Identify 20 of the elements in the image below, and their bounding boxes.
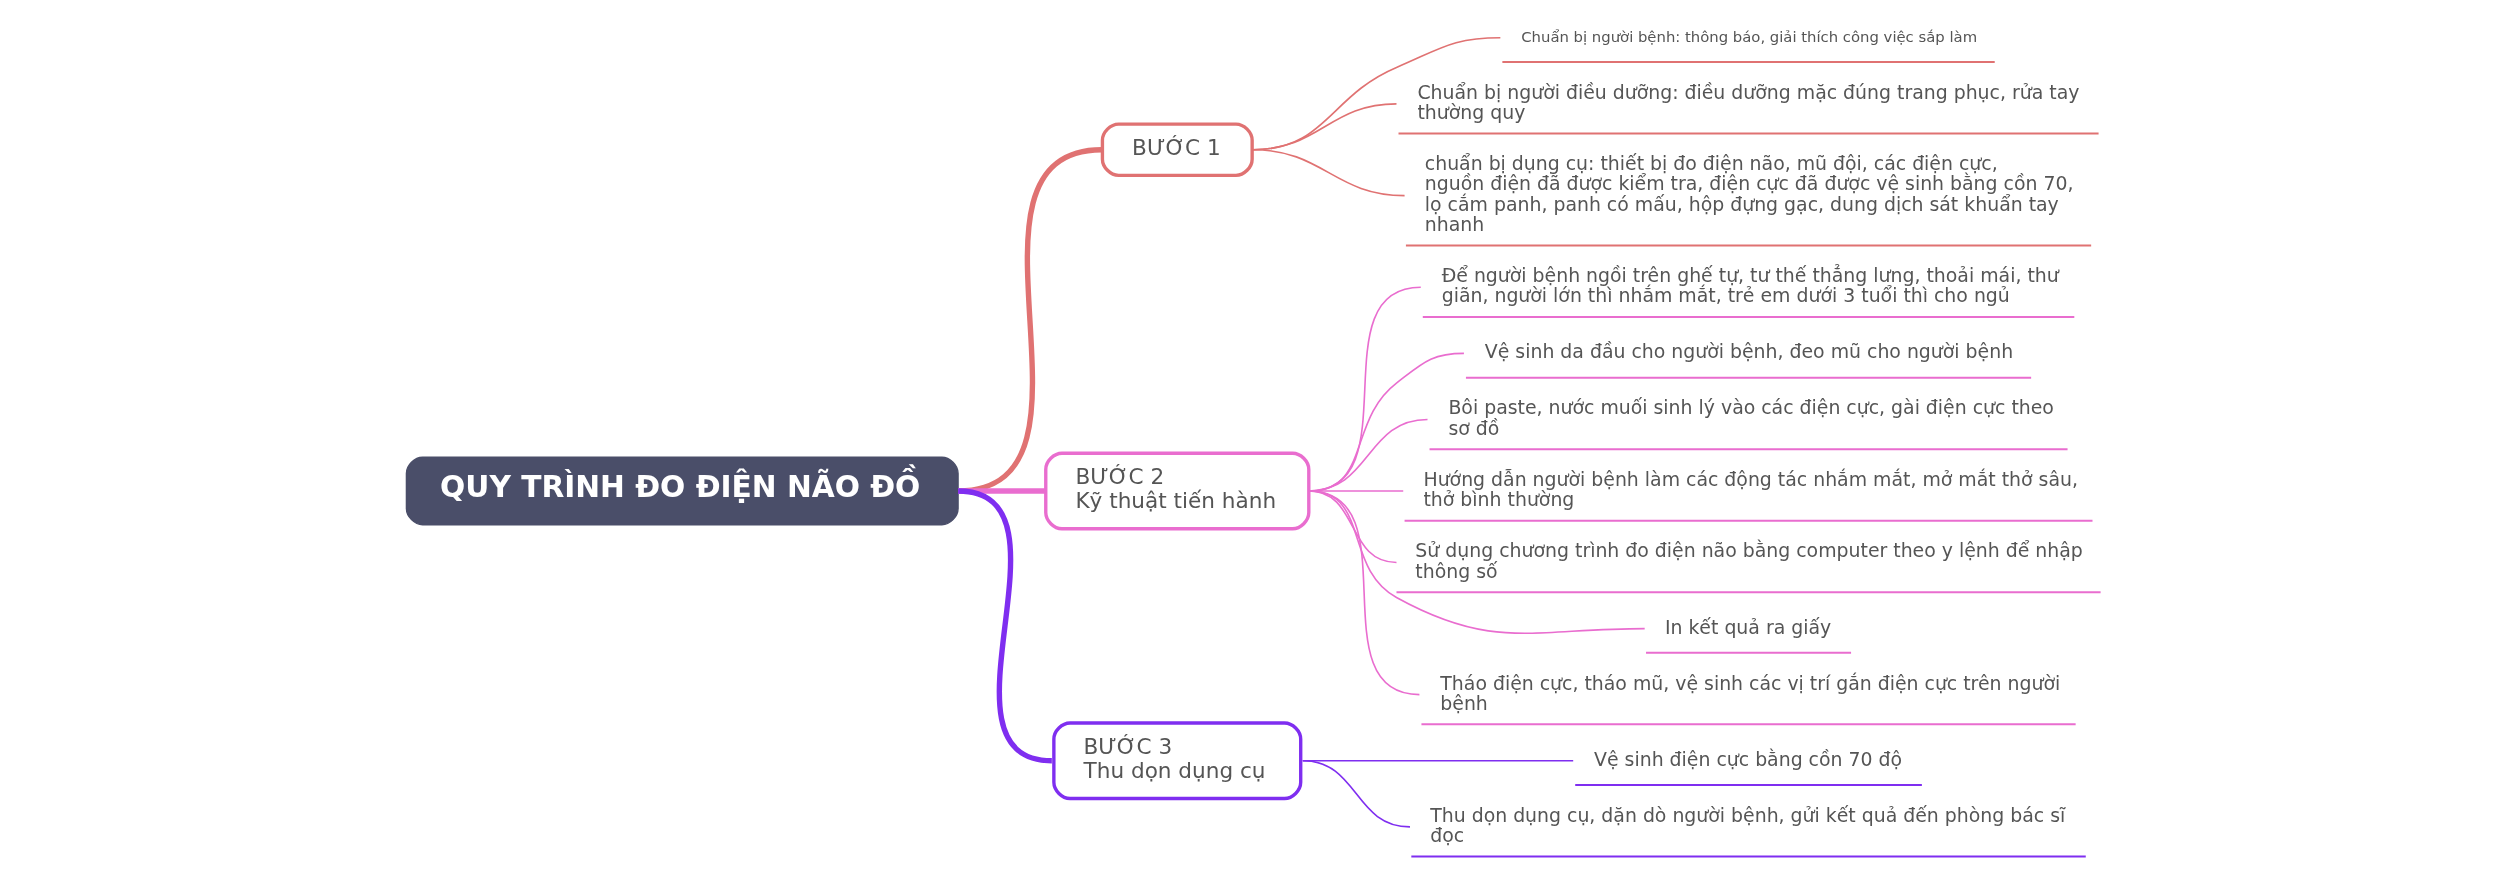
node-text: Để người bệnh ngồi trên ghế tự, tư thế thẳng lưng, thoải mái, thư giãn, người lớn thì nhắm mắt, trẻ em dưới 3 tuổi thì cho ngủ [1441,264,2059,307]
connector [1301,759,1411,828]
node-text: Chuẩn bị người bệnh: thông báo, giải thích công việc sắp làm [1520,27,1977,45]
node-text: Hướng dẫn người bệnh làm các động tác nhắm mắt, mở mắt thở sâu, thở bình thường [1422,467,2078,511]
node-text: chuẩn bị dụng cụ: thiết bị đo điện não, mũ đội, các điện cực, nguồn điện đã được kiểm tra, điện cực đã được vệ sinh bằng cồn 70, lọ cắm panh, panh có mấu, hộp đựng gạc, dung dịch sát khuẩn tay nhanh [1424,152,2073,235]
node-box: QUY TRÌNH ĐO ĐIỆN NÃO ĐỒ [405,456,959,526]
node-box: BƯỚC 3 Thu dọn dụng cụ [1051,721,1302,801]
node-text: Vệ sinh điện cực bằng cồn 70 độ [1593,747,1902,770]
connector [1251,148,1405,197]
connector [1307,490,1420,696]
node-text: Bôi paste, nước muối sinh lý vào các điện cực, gài điện cực theo sơ đồ [1447,396,2054,439]
node-text: In kết quả ra giấy [1664,615,1831,638]
node-text: Tháo điện cực, tháo mũ, vệ sinh các vị trí gắn điện cực trên người bệnh [1439,671,2060,714]
node-text: Vệ sinh da đầu cho người bệnh, đeo mũ cho người bệnh [1484,340,2013,363]
node-text: Sử dụng chương trình đo điện não bằng computer theo y lệnh để nhập thông số [1414,539,2083,582]
connector [957,488,1052,764]
node-box: BƯỚC 2 Kỹ thuật tiến hành [1043,451,1310,531]
node-text: Chuẩn bị người điều dưỡng: điều dưỡng mặc đúng trang phục, rửa tay thường quy [1416,80,2079,123]
node-text: Thu dọn dụng cụ, dặn dò người bệnh, gửi kết quả đến phòng bác sĩ đọc [1429,803,2065,846]
node-box: BƯỚC 1 [1100,122,1254,178]
